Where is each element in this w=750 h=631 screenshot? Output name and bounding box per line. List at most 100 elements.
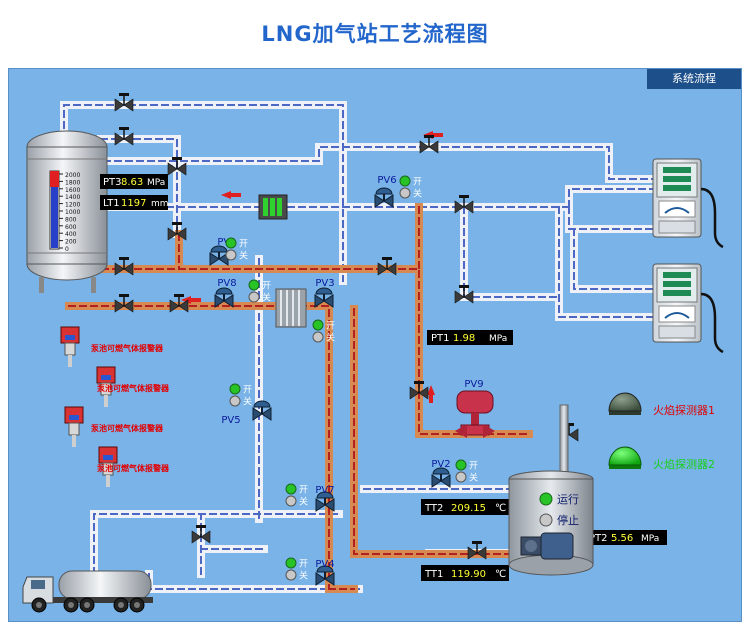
- control-valve-icon: [314, 287, 334, 308]
- level-scale-tick: 1200: [65, 202, 80, 209]
- pump-stop-lamp: [539, 513, 553, 527]
- manual-valve-icon: [114, 127, 134, 146]
- pt2-value: 5.56: [611, 533, 633, 544]
- level-scale-tick: 1000: [65, 209, 80, 216]
- pv4-control-valve[interactable]: PV4 开关: [285, 557, 335, 586]
- pv4-open-label: 开: [299, 559, 308, 570]
- pv4-open-lamp: [285, 557, 297, 569]
- control-valve-icon: [214, 287, 234, 308]
- control-valves: PV1开关PV8开关PV3开关PV6开关PV5开关PV7开关PV4开关PV2开关: [209, 175, 478, 586]
- manual-valve-icon: [454, 285, 474, 304]
- dispensers: [652, 158, 724, 354]
- pv7-closed-lamp: [285, 495, 297, 507]
- manual-valves: [114, 93, 579, 560]
- tt1-value: 119.90: [451, 569, 486, 580]
- level-scale-tick: 1800: [65, 179, 80, 186]
- level-scale-tick: 800: [65, 216, 77, 223]
- flame-detector-2: 火焰探测器2: [608, 446, 715, 471]
- pv2-open-label: 开: [469, 461, 478, 472]
- pv1-control-valve[interactable]: PV1开关: [209, 237, 248, 266]
- system-flow-tab[interactable]: 系统流程: [647, 69, 741, 89]
- tt2-readout: TT2 209.15 ℃: [421, 499, 509, 515]
- manual-valve-icon: [409, 381, 429, 400]
- gas-alarm-label: 泵池可燃气体报警器: [91, 423, 164, 433]
- control-valve-icon: [374, 187, 394, 208]
- tt1-tag: TT1: [424, 569, 443, 580]
- pump-stop-label: 停止: [557, 513, 579, 527]
- manual-valve-icon: [377, 257, 397, 276]
- pv4-closed-label: 关: [299, 570, 308, 582]
- gas-alarm-4: 泵池可燃气体报警器: [97, 446, 170, 487]
- pv1-closed-label: 关: [239, 250, 248, 262]
- pv5-closed-label: 关: [243, 396, 252, 408]
- pv1-open-label: 开: [239, 239, 248, 250]
- pv2-control-valve[interactable]: PV2 开关: [431, 459, 478, 488]
- pv8-open-label: 开: [262, 281, 271, 292]
- manual-valve-icon: [454, 195, 474, 214]
- flame-detector-1: 火焰探测器1: [608, 392, 715, 417]
- control-valve-icon: [431, 467, 451, 488]
- pt2-tag: PT2: [589, 533, 608, 544]
- pt3-readout: PT3 8.63 MPa: [100, 174, 168, 189]
- process-diagram-panel: 系统流程: [8, 68, 742, 622]
- manual-valve-icon: [169, 294, 189, 313]
- gas-alarm-1: 泵池可燃气体报警器: [60, 326, 164, 367]
- manual-valve-icon: [114, 93, 134, 112]
- manual-valve-icon: [167, 157, 187, 176]
- level-scale-tick: 600: [65, 224, 77, 231]
- pv2-open-lamp: [455, 459, 467, 471]
- pv7-closed-label: 关: [299, 496, 308, 508]
- pt3-value: 8.63: [121, 177, 143, 188]
- pv1-closed-lamp: [225, 249, 237, 261]
- pv5-closed-lamp: [229, 395, 241, 407]
- flow-arrow-up-icon: [427, 385, 435, 403]
- pv8-label: PV8: [217, 278, 236, 289]
- flame-detector-2-label: 火焰探测器2: [653, 457, 715, 471]
- pv6-open-label: 开: [413, 177, 422, 188]
- gas-alarm-label: 泵池可燃气体报警器: [97, 463, 170, 473]
- pv3-closed-lamp: [312, 331, 324, 343]
- pv7-open-label: 开: [299, 485, 308, 496]
- tt2-tag: TT2: [424, 503, 443, 514]
- pv5-open-label: 开: [243, 385, 252, 396]
- pv9-regulator[interactable]: PV9: [455, 379, 495, 438]
- pv2-closed-lamp: [455, 471, 467, 483]
- tt1-readout: TT1 119.90 ℃: [421, 565, 509, 581]
- control-valve-icon: [315, 565, 335, 586]
- lt1-unit: mm: [151, 199, 169, 209]
- pv5-open-lamp: [229, 383, 241, 395]
- pv8-control-valve[interactable]: PV8 开关: [214, 278, 271, 308]
- flow-arrow-left-icon: [221, 191, 241, 199]
- lt1-readout: LT1 1197 mm: [100, 195, 169, 210]
- pv4-label: PV4: [315, 559, 334, 570]
- pt1-readout: PT1 1.98 MPa: [427, 330, 513, 345]
- manual-valve-icon: [167, 222, 187, 241]
- lng-tanker-truck: [22, 570, 153, 613]
- pv2-label: PV2: [431, 459, 450, 470]
- pv3-closed-label: 关: [326, 332, 335, 344]
- pump-stop-indicator[interactable]: 停止: [539, 513, 579, 527]
- level-scale-tick: 1600: [65, 187, 80, 194]
- pv8-closed-label: 关: [262, 292, 271, 304]
- flowmeter: [258, 194, 288, 220]
- control-valve-icon: [315, 491, 335, 512]
- page-title: LNG加气站工艺流程图: [261, 22, 489, 46]
- pv9-label: PV9: [464, 379, 483, 390]
- control-valve-icon: [252, 400, 272, 421]
- pv2-closed-label: 关: [469, 472, 478, 484]
- pt2-unit: MPa: [641, 534, 659, 544]
- pump-run-indicator[interactable]: 运行: [539, 492, 579, 506]
- pv1-open-lamp: [225, 237, 237, 249]
- manual-valve-icon: [191, 525, 211, 544]
- pump-run-lamp: [539, 492, 553, 506]
- pv3-label: PV3: [315, 278, 334, 289]
- tt2-unit: ℃: [495, 503, 506, 514]
- level-gauge-fill: [51, 172, 58, 248]
